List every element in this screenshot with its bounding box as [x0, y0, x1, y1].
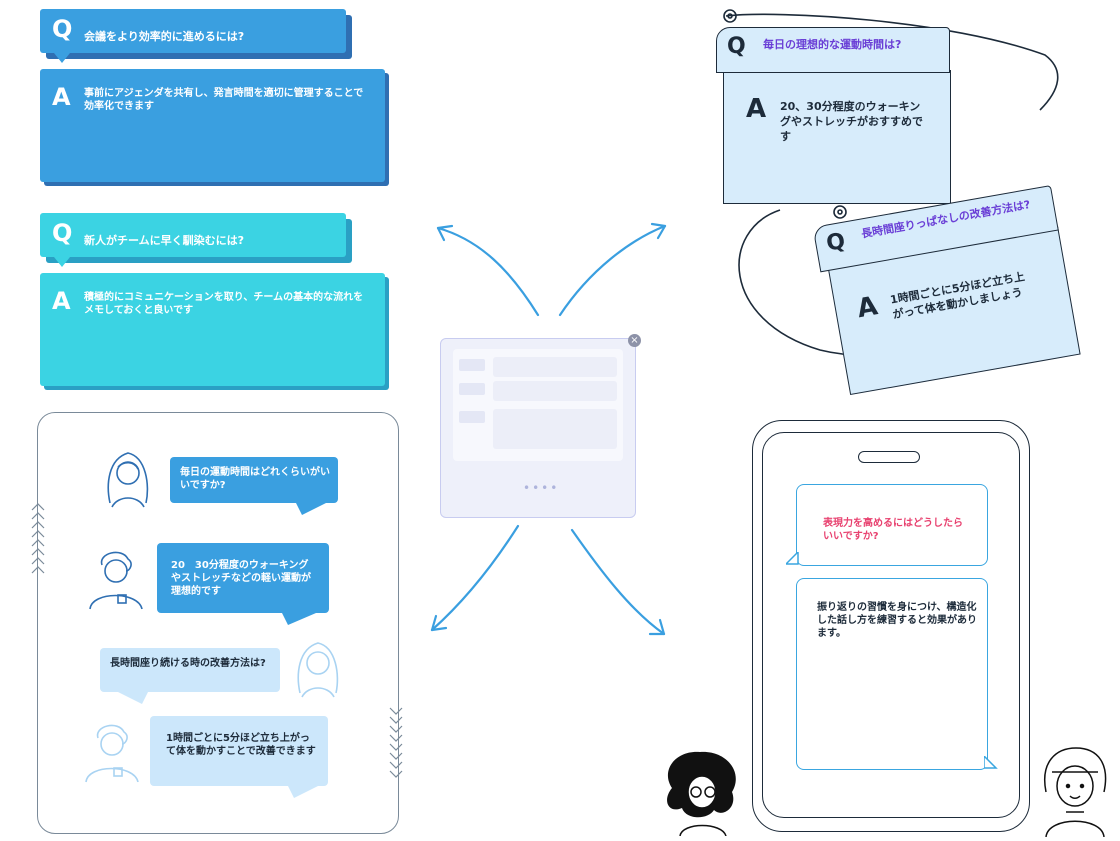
note-card-1: [723, 70, 951, 204]
arrow-bottom-right-head: [648, 618, 666, 636]
question-text: 会議をより効率的に進めるには?: [84, 30, 245, 43]
arrow-top-right: [558, 224, 667, 317]
question-tail: [54, 257, 70, 267]
chat-message-2: 20 30分程度のウォーキングやストレッチなどの軽い運動が理想的です: [157, 543, 329, 613]
q-letter: Q: [52, 15, 73, 43]
qa-card-2-question: Q 新人がチームに早く馴染むには?: [40, 213, 352, 263]
avatar-woman-faded-icon: [297, 642, 339, 698]
phone-question-text: 表現力を高めるにはどうしたらいいですか?: [823, 518, 963, 542]
arrow-top-right-head: [650, 222, 667, 240]
center-panel: ••••: [440, 338, 636, 518]
chat-message-1: 毎日の運動時間はどれくらいがいいですか?: [170, 457, 338, 503]
q-letter: Q: [52, 219, 73, 247]
arrow-bottom-left: [430, 524, 520, 632]
a-letter: A: [52, 287, 71, 315]
a-letter: A: [746, 94, 767, 124]
phone-question-bubble: 表現力を高めるにはどうしたらいいですか?: [796, 484, 988, 566]
character-curly-hair-icon: [667, 751, 736, 836]
bubble-tail: [288, 786, 318, 798]
avatar-man-icon: [89, 551, 143, 610]
chevrons-up-icon[interactable]: [30, 500, 46, 580]
note-answer: 20、30分程度のウォーキングやストレッチがおすすめです: [780, 100, 923, 143]
note-question: 毎日の理想的な運動時間は?: [763, 38, 902, 51]
message-text: 長時間座り続ける時の改善方法は?: [110, 658, 266, 669]
arrow-bottom-left-head: [430, 614, 448, 632]
chat-message-4: 1時間ごとに5分ほど立ち上がって体を動かすことで改善できます: [150, 716, 328, 786]
connector-arrows: [430, 222, 667, 636]
bubble-tail: [786, 552, 799, 565]
q-letter: Q: [727, 34, 746, 59]
chat-message-3: 長時間座り続ける時の改善方法は?: [100, 648, 280, 692]
answer-text: 事前にアジェンダを共有し、発言時間を適切に管理することで効率化できます: [84, 88, 364, 112]
avatar-man-faded-icon: [85, 724, 139, 783]
pagination-dots[interactable]: ••••: [523, 481, 560, 495]
message-text: 20 30分程度のウォーキングやストレッチなどの軽い運動が理想的です: [171, 560, 311, 597]
qa-card-1-answer: A 事前にアジェンダを共有し、発言時間を適切に管理することで効率化できます: [40, 69, 389, 186]
question-tail: [54, 53, 70, 63]
arrow-top-left: [436, 226, 540, 317]
a-letter: A: [52, 83, 71, 111]
qa-card-1-question: Q 会議をより効率的に進めるには?: [40, 9, 352, 59]
bubble-tail: [296, 503, 326, 515]
note-card-1-header: Q 毎日の理想的な運動時間は?: [716, 27, 950, 73]
bubble-tail: [118, 692, 148, 704]
panel-content: [453, 349, 623, 461]
arrow-bottom-right: [570, 528, 666, 636]
phone-answer-text: 振り返りの習慣を身につけ、構造化した話し方を練習すると効果があります。: [817, 602, 977, 639]
chevrons-down-icon[interactable]: [388, 700, 404, 780]
question-text: 新人がチームに早く馴染むには?: [84, 234, 245, 247]
phone-speaker: [858, 451, 920, 463]
message-text: 1時間ごとに5分ほど立ち上がって体を動かすことで改善できます: [166, 733, 316, 757]
phone-answer-bubble: 振り返りの習慣を身につけ、構造化した話し方を練習すると効果があります。: [796, 578, 988, 770]
message-text: 毎日の運動時間はどれくらいがいいですか?: [180, 467, 330, 491]
q-letter: Q: [824, 228, 848, 257]
answer-text: 積極的にコミュニケーションを取り、チームの基本的な流れをメモしておくと良いです: [84, 292, 364, 316]
character-bob-hair-icon: [1044, 747, 1107, 837]
bubble-tail: [282, 613, 316, 625]
qa-card-2-answer: A 積極的にコミュニケーションを取り、チームの基本的な流れをメモしておくと良いで…: [40, 273, 389, 390]
avatar-woman-icon: [107, 452, 149, 508]
panel-row: [459, 409, 617, 449]
bubble-tail: [984, 756, 998, 769]
panel-row: [459, 357, 617, 377]
arrow-top-left-head: [436, 224, 454, 242]
panel-row: [459, 381, 617, 401]
close-button[interactable]: ×: [628, 334, 641, 347]
